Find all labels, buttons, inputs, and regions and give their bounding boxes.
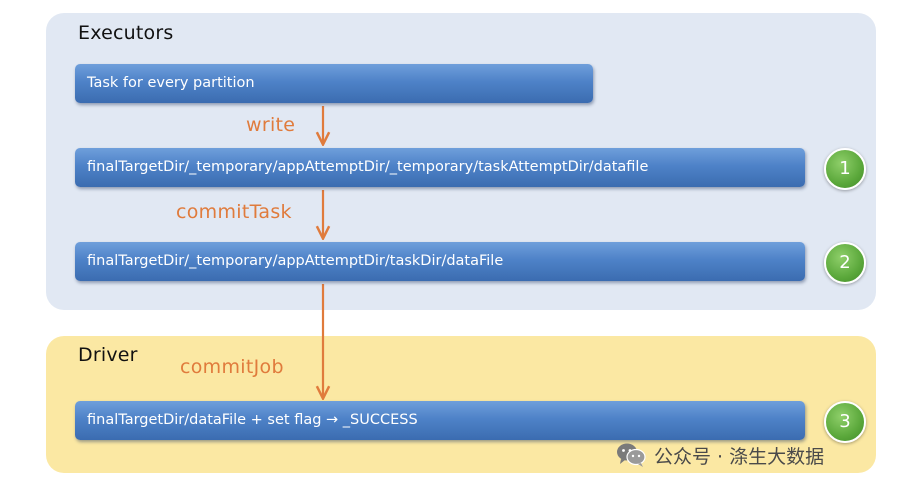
step-badge-3: 3	[824, 401, 866, 443]
write-label: write	[246, 114, 296, 136]
step-badge-1: 1	[824, 148, 866, 190]
executors-title: Executors	[78, 22, 174, 44]
step-task-dir-bar: finalTargetDir/_temporary/appAttemptDir/…	[75, 242, 805, 281]
commit-job-label: commitJob	[180, 356, 284, 378]
watermark: 公众号 · 涤生大数据	[616, 440, 824, 470]
driver-title: Driver	[78, 344, 138, 366]
wechat-icon	[617, 443, 646, 467]
commit-task-label: commitTask	[176, 201, 292, 223]
step-final-bar: finalTargetDir/dataFile + set flag → _SU…	[75, 401, 805, 440]
step-task-bar: Task for every partition	[75, 64, 593, 103]
step-badge-2: 2	[824, 242, 866, 284]
watermark-text: 公众号 · 涤生大数据	[654, 445, 825, 468]
step-task-attempt-bar: finalTargetDir/_temporary/appAttemptDir/…	[75, 148, 805, 187]
